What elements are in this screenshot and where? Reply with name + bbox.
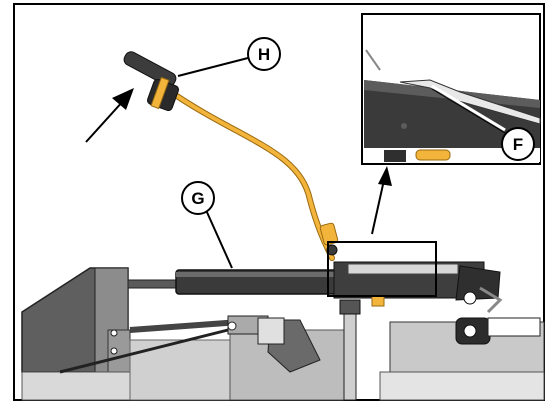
callout-h-label: H [258,45,270,64]
detail-arrow [371,179,385,235]
callout-h-leader [177,57,249,77]
linkage-assembly [59,299,361,401]
callout-f-circle [501,127,535,161]
callout-h-circle [247,37,281,71]
hose-coupler-handle [123,51,180,112]
callout-g-label: G [191,189,204,208]
callout-g-leader [205,209,233,269]
callout-g-circle [181,181,215,215]
detail-highlight-box [327,241,437,297]
hydraulic-cylinder [127,261,541,345]
handle-arrow [85,99,125,143]
callout-f-label: F [513,135,523,154]
pointer-arrows [85,88,392,235]
hose [165,87,339,261]
